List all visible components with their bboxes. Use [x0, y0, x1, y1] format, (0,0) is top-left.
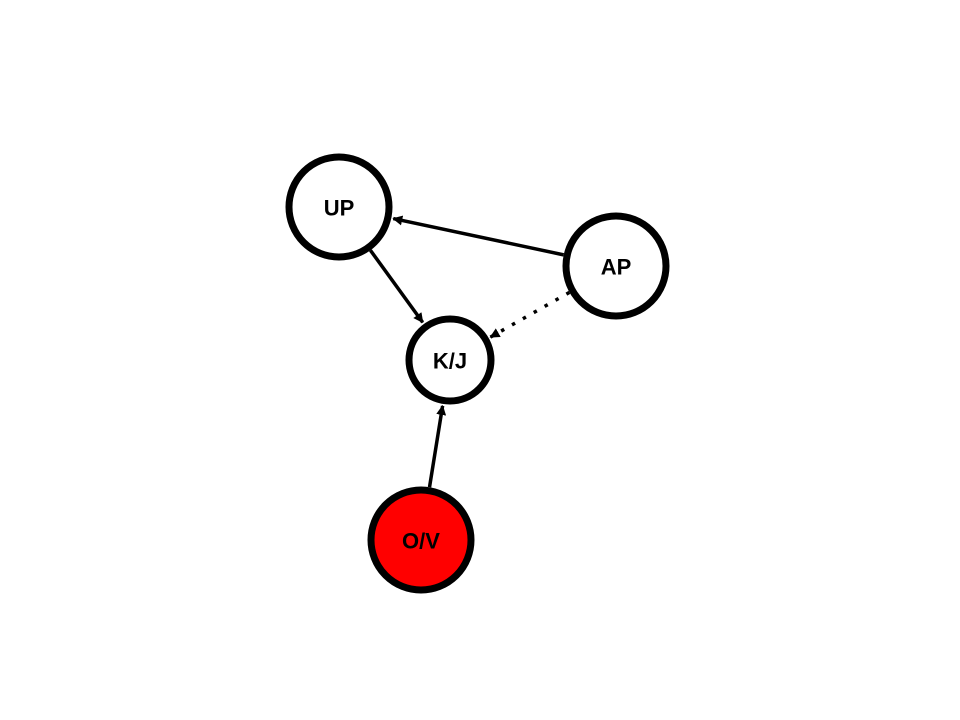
node-up-circle	[285, 153, 393, 261]
nodes-layer: UP AP K/J O/V	[285, 153, 670, 594]
edge-up-to-kj	[369, 249, 425, 324]
edge-ap-to-kj-dotted	[489, 290, 571, 339]
node-ov-circle	[367, 486, 475, 594]
node-up-label: UP	[324, 196, 355, 221]
node-ap-label: AP	[601, 255, 632, 280]
edges-layer	[369, 215, 571, 488]
node-up[interactable]: UP	[285, 153, 393, 261]
node-kj[interactable]: K/J	[405, 315, 495, 405]
node-ov-label: O/V	[402, 529, 440, 554]
node-kj-circle	[405, 315, 495, 405]
edge-ap-to-up	[392, 215, 565, 257]
edge-ov-to-kj	[427, 404, 447, 488]
node-ov[interactable]: O/V	[367, 486, 475, 594]
node-ap-circle	[562, 212, 670, 320]
node-kj-label: K/J	[433, 349, 467, 374]
node-ap[interactable]: AP	[562, 212, 670, 320]
